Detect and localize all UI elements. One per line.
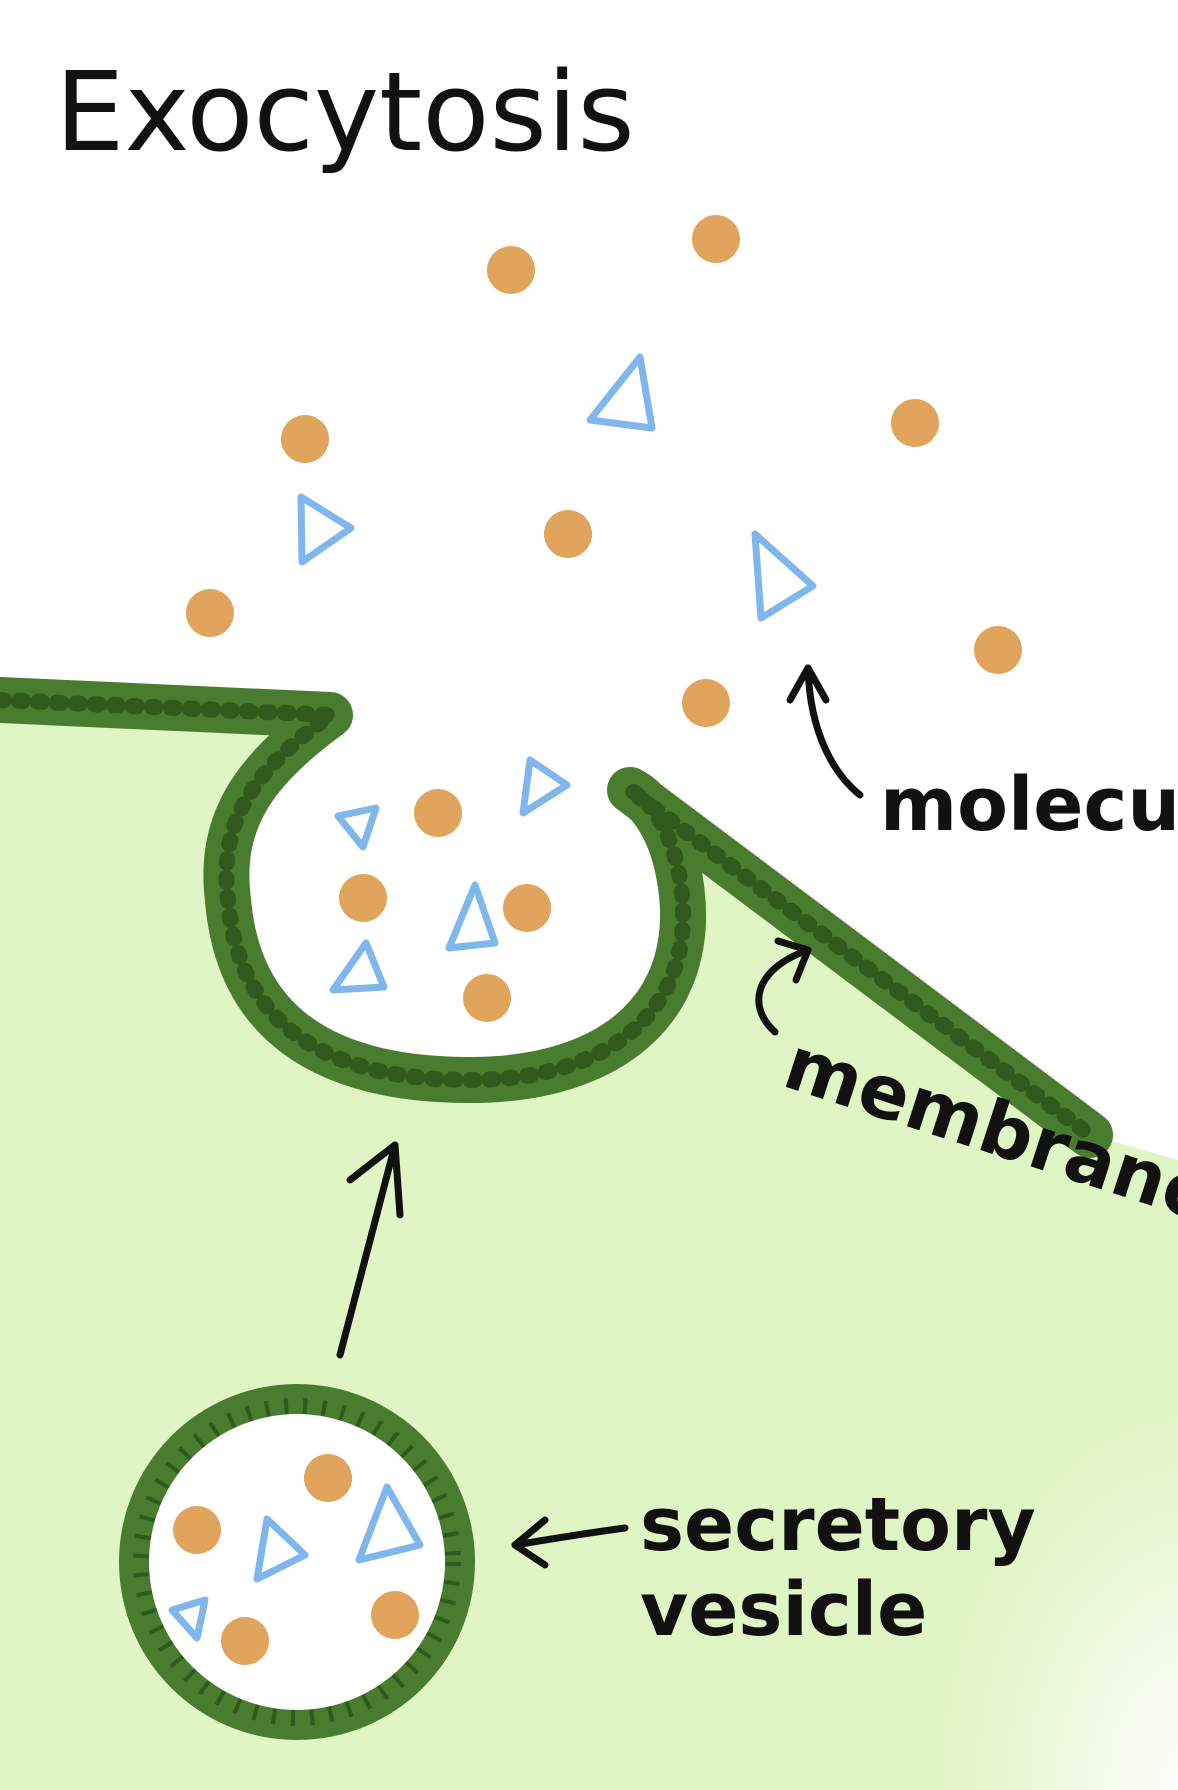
molecule-triangle [329, 939, 388, 994]
released-molecules [186, 215, 1022, 727]
molecule-triangle [297, 493, 355, 566]
molecule-triangle [445, 881, 499, 952]
arrows [336, 664, 864, 1569]
pocket-molecules [339, 789, 551, 1022]
vesicle-triangles [168, 1483, 424, 1642]
arrow-to-vesicle [511, 1516, 629, 1569]
molecule-circle [281, 415, 329, 463]
released-triangles [297, 353, 817, 622]
label-secretory: secretory [640, 1482, 1036, 1568]
page-title: Exocytosis [55, 48, 635, 176]
molecule-triangle [253, 1515, 309, 1583]
molecule-triangle [168, 1596, 209, 1642]
molecule-triangle [519, 756, 571, 817]
cell-membrane [0, 677, 1113, 1158]
molecule-circle [414, 789, 462, 837]
molecule-circle [339, 874, 387, 922]
molecule-circle [221, 1617, 269, 1665]
molecule-circle [487, 246, 535, 294]
molecule-circle [974, 626, 1022, 674]
label-molecules: molecules [880, 762, 1178, 848]
molecule-circle [692, 215, 740, 263]
molecule-circle [682, 679, 730, 727]
molecule-circle [304, 1454, 352, 1502]
molecule-circle [186, 589, 234, 637]
pocket-triangles [329, 756, 571, 994]
molecule-circle [891, 399, 939, 447]
molecule-circle [544, 510, 592, 558]
vesicle-molecules [173, 1454, 419, 1665]
molecule-circle [371, 1591, 419, 1639]
molecule-circle [173, 1506, 221, 1554]
cytoplasm-fade [700, 1100, 1178, 1790]
arrow-to-membrane [755, 937, 812, 1036]
arrow-vesicle-to-membrane [336, 1141, 404, 1359]
arrow-to-molecules [786, 664, 864, 799]
molecule-triangle [355, 1483, 424, 1564]
label-vesicle: vesicle [640, 1567, 927, 1653]
molecule-triangle [586, 353, 656, 432]
molecule-circle [503, 884, 551, 932]
molecule-circle [463, 974, 511, 1022]
molecule-triangle [334, 804, 380, 851]
molecule-triangle [751, 530, 817, 622]
